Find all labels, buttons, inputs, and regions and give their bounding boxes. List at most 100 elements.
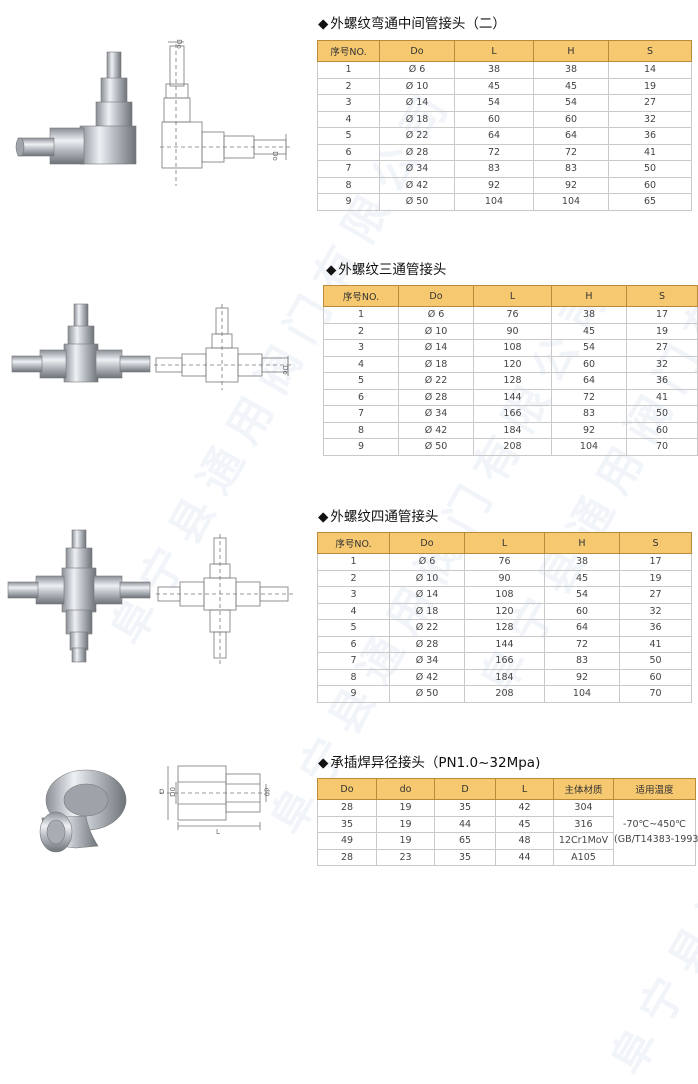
table-cell: 2 bbox=[317, 569, 390, 587]
section-tee: ◆外螺纹三通管接头 bbox=[326, 258, 446, 278]
temperature-range: -70℃~450℃ bbox=[623, 819, 686, 831]
table-cell: 83 bbox=[551, 405, 627, 423]
table-cell: 65 bbox=[434, 832, 496, 850]
d0-small-dimension-label: d0 bbox=[262, 787, 271, 797]
table-cell: 184 bbox=[464, 668, 545, 686]
section-title: ◆外螺纹四通管接头 bbox=[318, 509, 439, 525]
table-cell: 36 bbox=[626, 372, 698, 390]
table-cell: 64 bbox=[544, 619, 620, 637]
table-cell: 108 bbox=[464, 586, 545, 604]
table-cell: 90 bbox=[464, 569, 545, 587]
material-cell: 316 bbox=[553, 815, 614, 833]
table-cell: 45 bbox=[533, 77, 609, 95]
table-cell: 38 bbox=[533, 61, 609, 79]
table-cell: 17 bbox=[626, 306, 698, 324]
column-header: 主体材质 bbox=[553, 778, 614, 800]
table-cell: 9 bbox=[317, 685, 390, 703]
table-cell: 41 bbox=[608, 143, 692, 161]
table-cell: 50 bbox=[619, 652, 692, 670]
table-cell: 60 bbox=[619, 668, 692, 686]
table-cell: Ø 6 bbox=[379, 61, 455, 79]
table-cell: 184 bbox=[473, 421, 552, 439]
table-cell: Ø 42 bbox=[389, 668, 465, 686]
table-cell: Ø 18 bbox=[389, 602, 465, 620]
table-cell: Ø 18 bbox=[398, 355, 474, 373]
table-row: 28 19 35 42 304 -70℃~450℃ (GB/T14383-199… bbox=[317, 799, 698, 866]
section-title: ◆外螺纹弯通中间管接头（二） bbox=[318, 16, 506, 32]
table-cell: 144 bbox=[473, 388, 552, 406]
column-header: 适用温度 bbox=[613, 778, 696, 800]
table-cell: 60 bbox=[608, 176, 692, 194]
table-cell: 44 bbox=[495, 848, 554, 866]
material-cell: 304 bbox=[553, 799, 614, 817]
table-cell: 60 bbox=[551, 355, 627, 373]
table-cell: 23 bbox=[376, 848, 435, 866]
reducer-photo bbox=[28, 750, 138, 860]
table-cell: Ø 34 bbox=[398, 405, 474, 423]
column-header: S bbox=[626, 285, 698, 307]
table-cell: 108 bbox=[473, 339, 552, 357]
column-header: Do bbox=[398, 285, 474, 307]
table-cell: 50 bbox=[608, 160, 692, 178]
table-cell: Ø 14 bbox=[379, 94, 455, 112]
column-header: Do bbox=[317, 778, 377, 800]
table-cell: 104 bbox=[551, 438, 627, 456]
table-cell: 72 bbox=[533, 143, 609, 161]
column-header: 序号NO. bbox=[323, 285, 399, 307]
elbow-union-drawing: Do Do bbox=[158, 36, 298, 196]
table-cell: Ø 50 bbox=[398, 438, 474, 456]
d0-dimension-label: D0 bbox=[168, 787, 177, 797]
column-header: 序号NO. bbox=[317, 40, 380, 62]
table-cell: 60 bbox=[544, 602, 620, 620]
table-cell: 64 bbox=[454, 127, 534, 145]
table-cell: 6 bbox=[317, 143, 380, 161]
table-cell: Ø 22 bbox=[398, 372, 474, 390]
table-cell: Ø 50 bbox=[389, 685, 465, 703]
section-title: ◆外螺纹三通管接头 bbox=[326, 262, 447, 278]
column-header: D bbox=[434, 778, 496, 800]
table-cell: 83 bbox=[544, 652, 620, 670]
table-cell: 4 bbox=[323, 355, 399, 373]
table-cell: 8 bbox=[317, 668, 390, 686]
table-cell: 1 bbox=[317, 553, 390, 571]
table-cell: 3 bbox=[323, 339, 399, 357]
table-cell: 120 bbox=[473, 355, 552, 373]
table-cell: Ø 14 bbox=[389, 586, 465, 604]
table-cell: 166 bbox=[473, 405, 552, 423]
table-cell: 128 bbox=[473, 372, 552, 390]
table-cell: 72 bbox=[551, 388, 627, 406]
column-header: S bbox=[619, 532, 692, 554]
table-cell: 54 bbox=[544, 586, 620, 604]
table-cell: 6 bbox=[317, 635, 390, 653]
table-cell: 5 bbox=[317, 127, 380, 145]
table-cell: 5 bbox=[317, 619, 390, 637]
table-cell: 92 bbox=[454, 176, 534, 194]
table-cell: 83 bbox=[454, 160, 534, 178]
table-cell: Ø 6 bbox=[389, 553, 465, 571]
diamond-bullet-icon: ◆ bbox=[318, 509, 329, 525]
section-cross: ◆外螺纹四通管接头 bbox=[318, 505, 438, 525]
table-cell: 104 bbox=[454, 193, 534, 211]
table-cell: Ø 6 bbox=[398, 306, 474, 324]
table-cell: 3 bbox=[317, 586, 390, 604]
table-cell: Ø 42 bbox=[398, 421, 474, 439]
table-cell: Ø 10 bbox=[398, 322, 474, 340]
table-cell: 14 bbox=[608, 61, 692, 79]
table-cell: 19 bbox=[376, 832, 435, 850]
table-cell: Ø 28 bbox=[389, 635, 465, 653]
table-cell: 27 bbox=[626, 339, 698, 357]
table-cell: Ø 22 bbox=[379, 127, 455, 145]
cross-drawing bbox=[154, 530, 299, 670]
column-header: L bbox=[454, 40, 534, 62]
elbow-union-photo bbox=[10, 40, 160, 190]
column-header: H bbox=[533, 40, 609, 62]
